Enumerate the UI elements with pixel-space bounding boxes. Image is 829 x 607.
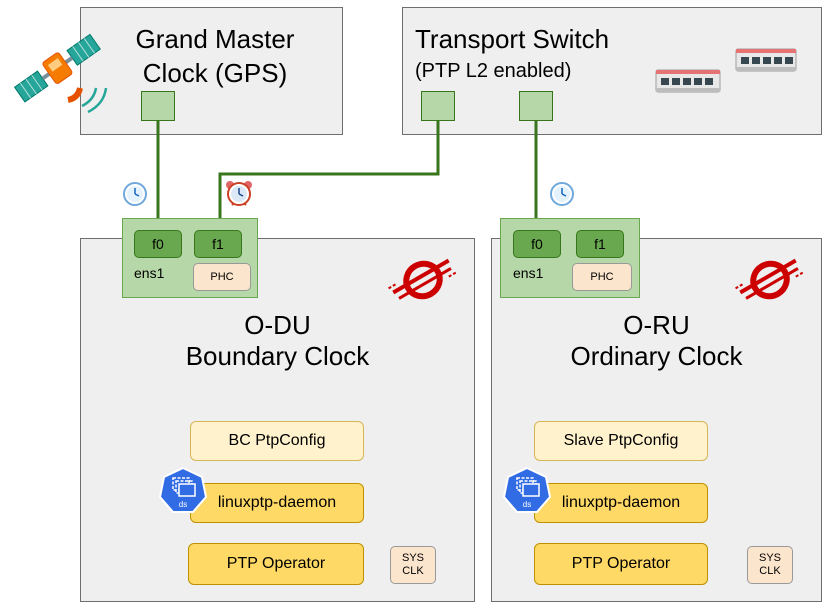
- odu-port-f0: f0: [134, 230, 182, 258]
- odu-sysclk-line2: CLK: [402, 565, 424, 577]
- kubernetes-daemonset-icon: ds: [502, 466, 552, 513]
- switch-title-line2: (PTP L2 enabled): [415, 60, 572, 82]
- oru-title-line2: Ordinary Clock: [570, 341, 743, 371]
- clock-icon: [123, 182, 147, 206]
- odu-nic-label: ens1: [134, 265, 165, 281]
- grandmaster-box: [80, 7, 343, 135]
- link-switch-to-odu-f1: [218, 121, 440, 234]
- oru-sysclk-line1: SYS: [758, 552, 781, 564]
- odu-sysclk-chip: SYS CLK: [390, 546, 436, 584]
- odu-sysclk-line1: SYS: [401, 552, 424, 564]
- odu-title-line1: O-DU: [244, 310, 311, 340]
- redhat-logo-icon: [735, 258, 805, 300]
- oru-ptpconfig: Slave PtpConfig: [534, 421, 708, 461]
- satellite-icon: [13, 33, 108, 114]
- oru-nic-label: ens1: [513, 265, 544, 281]
- oru-phc-chip: PHC: [572, 263, 632, 291]
- oru-title-line1: O-RU: [623, 310, 690, 340]
- grandmaster-title-line2: Clock (GPS): [142, 58, 288, 88]
- oru-linuxptp-daemon: linuxptp-daemon: [534, 483, 708, 523]
- odu-ptpconfig: BC PtpConfig: [190, 421, 364, 461]
- oru-port-f1: f1: [576, 230, 624, 258]
- switch-port-1: [421, 91, 455, 121]
- odu-title-line2: Boundary Clock: [185, 341, 370, 371]
- oru-ptp-operator: PTP Operator: [534, 543, 708, 585]
- switch-title-line1: Transport Switch: [415, 24, 610, 54]
- oru-sysclk-chip: SYS CLK: [747, 546, 793, 584]
- alarm-clock-icon: [226, 181, 252, 206]
- kubernetes-daemonset-icon: ds: [158, 466, 208, 513]
- odu-ptp-operator: PTP Operator: [188, 543, 364, 585]
- odu-box: [80, 238, 475, 602]
- odu-phc-chip: PHC: [193, 263, 251, 291]
- redhat-logo-icon: [388, 258, 458, 300]
- network-switch-icon: [655, 69, 721, 93]
- network-switch-icon: [735, 48, 797, 72]
- oru-port-f0: f0: [513, 230, 561, 258]
- switch-port-2: [519, 91, 553, 121]
- odu-ds-badge: ds: [179, 500, 187, 509]
- odu-linuxptp-daemon: linuxptp-daemon: [190, 483, 364, 523]
- oru-sysclk-line2: CLK: [759, 565, 781, 577]
- grandmaster-port: [141, 91, 175, 121]
- oru-ds-badge: ds: [523, 500, 531, 509]
- clock-icon: [550, 182, 574, 206]
- grandmaster-title-line1: Grand Master: [135, 24, 295, 54]
- odu-port-f1: f1: [194, 230, 242, 258]
